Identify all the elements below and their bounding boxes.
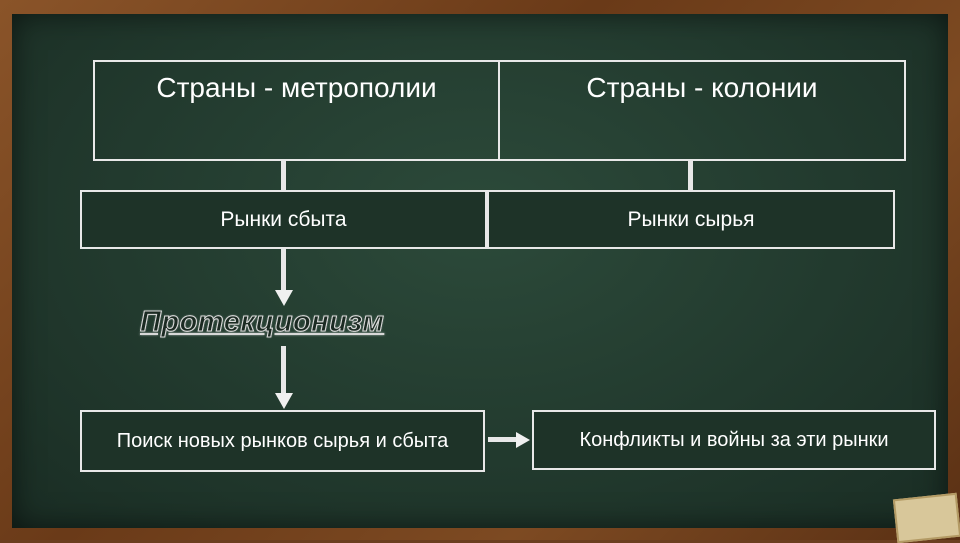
colonies-label: Страны - колонии xyxy=(586,72,818,103)
metropolis-label: Страны - метрополии xyxy=(156,72,437,103)
arrow-shaft-3 xyxy=(488,437,518,442)
new-markets-label: Поиск новых рынков сырья и сбыта xyxy=(116,429,449,452)
new-markets-box: Поиск новых рынков сырья и сбыта xyxy=(80,410,485,472)
header-box-metropolis: Страны - метрополии xyxy=(93,60,500,161)
sales-markets-box: Рынки сбыта xyxy=(80,190,487,249)
arrow-head-1 xyxy=(275,290,293,306)
arrow-head-3 xyxy=(516,432,530,448)
sales-markets-label: Рынки сбыта xyxy=(220,207,347,231)
arrow-shaft-2 xyxy=(281,346,286,394)
raw-markets-box: Рынки сырья xyxy=(487,190,895,249)
conflicts-label: Конфликты и войны за эти рынки xyxy=(579,428,889,451)
arrow-head-2 xyxy=(275,393,293,409)
raw-markets-label: Рынки сырья xyxy=(627,207,755,231)
header-box-colonies: Страны - колонии xyxy=(498,60,906,161)
protectionism-label: Протекционизм xyxy=(139,306,385,339)
arrow-shaft-1 xyxy=(281,249,286,291)
connector-left-top xyxy=(281,161,286,191)
connector-right-top xyxy=(688,161,693,191)
conflicts-box: Конфликты и войны за эти рынки xyxy=(532,410,936,470)
eraser-icon xyxy=(892,492,960,543)
